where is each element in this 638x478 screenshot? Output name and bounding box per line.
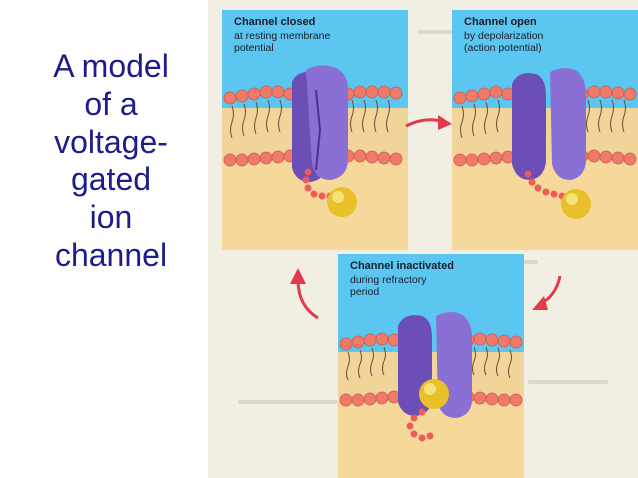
panel-subtitle: potential [234,42,274,54]
panel-channel-closed: Channel closed at resting membrane poten… [222,10,408,250]
panel-subtitle: at resting membrane [234,30,331,42]
panel-title: Channel closed [234,16,316,28]
channel-closed-illustration [222,10,408,250]
panel-subtitle: during refractory [350,274,427,286]
panel-channel-open: Channel open by depolarization (action p… [452,10,638,250]
arrow-closed-to-open-icon [405,115,452,130]
channel-inactivated-illustration [338,254,524,478]
panel-channel-inactivated: Channel inactivated during refractory pe… [338,254,524,478]
title-line: gated [70,161,152,198]
panel-title: Channel open [464,16,537,28]
title-line: channel [54,236,168,273]
panel-title: Channel inactivated [350,260,454,272]
title-line: ion [89,199,133,235]
panel-subtitle: by depolarization [464,30,544,42]
arrow-inactivated-to-closed-icon [290,268,319,320]
title-line: A model [53,48,169,84]
channel-open-illustration [452,10,638,250]
arrow-open-to-inactivated-icon [532,275,562,310]
slide-title: A model of a voltage- gated ion channel [22,48,200,275]
title-line: voltage- [54,123,168,160]
title-line: of a [84,85,138,122]
panel-subtitle: period [350,286,380,298]
panel-subtitle: (action potential) [464,42,542,54]
